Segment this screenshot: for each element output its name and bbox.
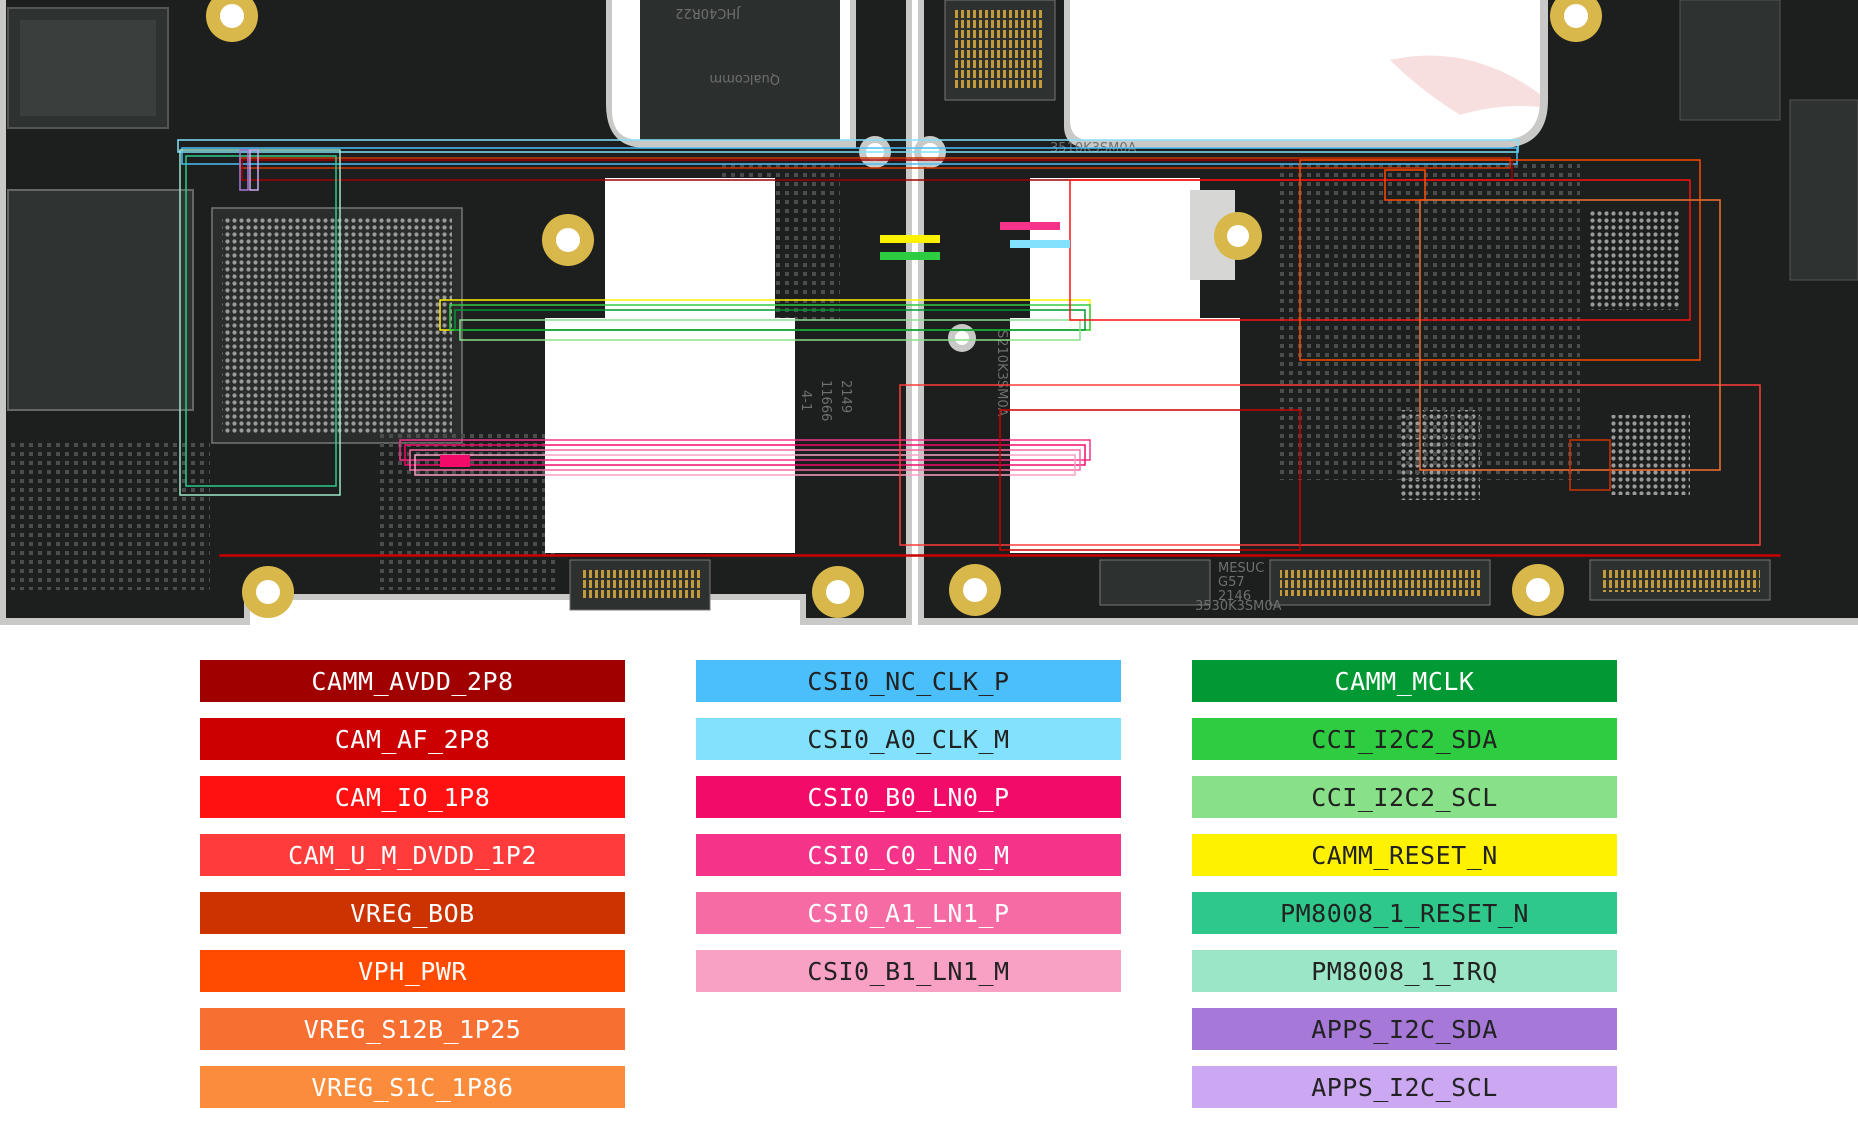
left-chip-brand: Qualcomm: [710, 71, 780, 86]
legend-item-label: CAM_AF_2P8: [334, 724, 491, 754]
legend-item-label: CSI0_A1_LN1_P: [807, 898, 1010, 928]
legend-item-label: CSI0_B1_LN1_M: [807, 956, 1010, 986]
left-board: Qualcomm JHC40R22 2149 11666 4-1: [0, 0, 912, 625]
legend-item-apps-i2c-scl: APPS_I2C_SCL: [1192, 1066, 1617, 1108]
legend-item-pm8008-1-irq: PM8008_1_IRQ: [1192, 950, 1617, 992]
legend-item-csi0-a1-ln1-p: CSI0_A1_LN1_P: [696, 892, 1121, 934]
watermark-shape-right: [1390, 55, 1560, 115]
legend-item-label: CSI0_B0_LN0_P: [807, 782, 1010, 812]
left-board-rev: 4-1: [798, 390, 813, 411]
legend-item-label: APPS_I2C_SDA: [1311, 1014, 1498, 1044]
legend-item-camm-mclk: CAMM_MCLK: [1192, 660, 1617, 702]
pcb-board-photo: Qualcomm JHC40R22 2149 11666 4-1: [0, 0, 1858, 625]
legend-item-vreg-bob: VREG_BOB: [200, 892, 625, 934]
right-label-mesuc: MESUC: [1218, 561, 1264, 576]
legend-item-label: PM8008_1_RESET_N: [1280, 898, 1529, 928]
legend-item-label: CAM_IO_1P8: [334, 782, 491, 812]
legend-item-label: VREG_S12B_1P25: [303, 1014, 522, 1044]
right-label-bottom: 3530K3SM0A: [1195, 599, 1282, 614]
right-label-vertical: S210K3SM0A: [994, 330, 1009, 417]
legend-item-cci-i2c2-scl: CCI_I2C2_SCL: [1192, 776, 1617, 818]
legend-item-cci-i2c2-sda: CCI_I2C2_SDA: [1192, 718, 1617, 760]
legend-item-cam-io-1p8: CAM_IO_1P8: [200, 776, 625, 818]
legend-item-camm-reset-n: CAMM_RESET_N: [1192, 834, 1617, 876]
right-label-g57: G57: [1218, 575, 1245, 590]
legend-item-csi0-c0-ln0-m: CSI0_C0_LN0_M: [696, 834, 1121, 876]
legend-item-label: CAMM_MCLK: [1334, 666, 1475, 696]
left-chip-code: JHC40R22: [675, 5, 741, 20]
legend-item-label: CCI_I2C2_SCL: [1311, 782, 1498, 812]
legend-item-apps-i2c-sda: APPS_I2C_SDA: [1192, 1008, 1617, 1050]
legend-item-label: APPS_I2C_SCL: [1311, 1072, 1498, 1102]
legend-item-label: VREG_BOB: [350, 898, 475, 928]
legend-item-label: VPH_PWR: [358, 956, 467, 986]
legend-item-label: CSI0_A0_CLK_M: [807, 724, 1010, 754]
legend-item-pm8008-1-reset-n: PM8008_1_RESET_N: [1192, 892, 1617, 934]
legend-item-csi0-a0-clk-m: CSI0_A0_CLK_M: [696, 718, 1121, 760]
legend-item-vreg-s1c-1p86: VREG_S1C_1P86: [200, 1066, 625, 1108]
legend-item-cam-af-2p8: CAM_AF_2P8: [200, 718, 625, 760]
legend-item-label: CCI_I2C2_SDA: [1311, 724, 1498, 754]
legend-item-label: CAMM_AVDD_2P8: [311, 666, 514, 696]
legend-item-vph-pwr: VPH_PWR: [200, 950, 625, 992]
legend-item-csi0-nc-clk-p: CSI0_NC_CLK_P: [696, 660, 1121, 702]
legend-item-csi0-b0-ln0-p: CSI0_B0_LN0_P: [696, 776, 1121, 818]
legend-item-cam-u-m-dvdd-1p2: CAM_U_M_DVDD_1P2: [200, 834, 625, 876]
pcb-board-svg: Qualcomm JHC40R22 2149 11666 4-1: [0, 0, 1858, 625]
left-board-code: 11666: [818, 380, 833, 421]
right-label-2146: 2146: [1218, 589, 1251, 604]
legend-item-csi0-b1-ln1-m: CSI0_B1_LN1_M: [696, 950, 1121, 992]
legend-item-label: CSI0_NC_CLK_P: [807, 666, 1010, 696]
signal-traces: [177, 139, 1781, 557]
legend-item-camm-avdd-2p8: CAMM_AVDD_2P8: [200, 660, 625, 702]
legend-item-label: PM8008_1_IRQ: [1311, 956, 1498, 986]
legend-item-label: CAM_U_M_DVDD_1P2: [288, 840, 537, 870]
left-board-number: 2149: [838, 380, 853, 413]
legend-item-label: CAMM_RESET_N: [1311, 840, 1498, 870]
legend-item-label: VREG_S1C_1P86: [311, 1072, 514, 1102]
legend-item-vreg-s12b-1p25: VREG_S12B_1P25: [200, 1008, 625, 1050]
legend-item-label: CSI0_C0_LN0_M: [807, 840, 1010, 870]
